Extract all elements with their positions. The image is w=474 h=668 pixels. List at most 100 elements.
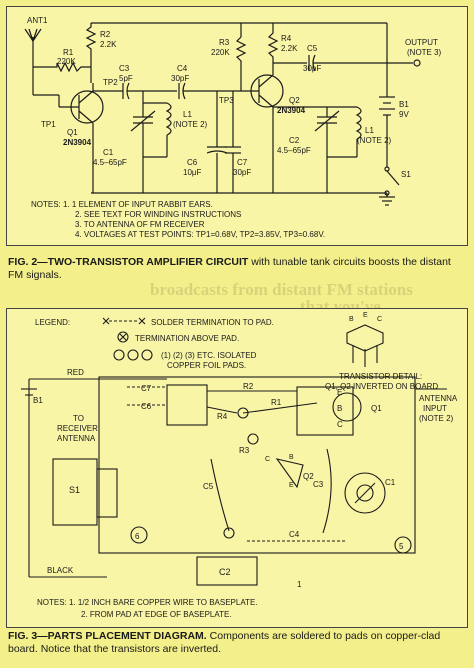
legend-termination: TERMINATION ABOVE PAD. <box>135 334 239 343</box>
label-antenna: ANTENNA <box>57 434 96 443</box>
label-q2v: 2N3904 <box>277 106 306 115</box>
label-s1: S1 <box>69 485 80 495</box>
label-c5: C5 <box>203 482 214 491</box>
pad-5 <box>394 536 412 554</box>
fig2-note-4: 4. VOLTAGES AT TEST POINTS: TP1=0.68V, T… <box>75 230 325 239</box>
label-c1: C1 <box>103 148 114 157</box>
label-pad-5: 5 <box>399 542 404 551</box>
label-c4: C4 <box>289 530 300 539</box>
label-q2-e: E <box>289 482 294 489</box>
label-c6: C6 <box>141 402 152 411</box>
label-note-1: 1 <box>297 580 302 589</box>
fig3-note-1: NOTES: 1. 1/2 INCH BARE COPPER WIRE TO B… <box>37 598 258 607</box>
label-c3: C3 <box>119 64 130 73</box>
label-r1: R1 <box>271 398 282 407</box>
label-c5v: 30pF <box>303 64 321 73</box>
label-c4v: 30pF <box>171 74 189 83</box>
label-c7v: 30pF <box>233 168 251 177</box>
label-r3: R3 <box>219 38 230 47</box>
q2-outline <box>275 458 304 489</box>
label-b1v: 9V <box>399 110 409 119</box>
label-r3: R3 <box>239 446 250 455</box>
transistor-detail-note: Q1, Q2 INVERTED ON BOARD <box>325 382 438 391</box>
label-output-note: (NOTE 3) <box>407 48 442 57</box>
label-q1: Q1 <box>67 128 78 137</box>
label-q1v: 2N3904 <box>63 138 92 147</box>
fig2-note-1: NOTES: 1. 1 ELEMENT OF INPUT RABBIT EARS… <box>31 200 213 209</box>
label-q2-c: C <box>265 456 270 463</box>
fig2-schematic: ANT1 R2 2.2K R1 220K TP1 Q1 2N3904 <box>24 16 442 239</box>
switch-s1-lugs <box>96 468 118 518</box>
label-c6: C6 <box>187 158 198 167</box>
label-tp1: TP1 <box>41 120 56 129</box>
baseplate-outline <box>98 376 416 554</box>
label-l1b: (NOTE 2) <box>173 120 208 129</box>
label-b1: B1 <box>399 100 409 109</box>
fig3-caption: FIG. 3—PARTS PLACEMENT DIAGRAM. Componen… <box>8 630 468 656</box>
legend-isolated-1: (1) (2) (3) ETC. ISOLATED <box>161 351 257 360</box>
pin-label-c: C <box>377 316 382 323</box>
label-c6v: 10μF <box>183 168 202 177</box>
label-output: OUTPUT <box>405 38 438 47</box>
label-r4v: 2.2K <box>281 44 298 53</box>
label-c3: C3 <box>313 480 324 489</box>
label-r2: R2 <box>243 382 254 391</box>
pad-symbol-1 <box>113 349 125 361</box>
pin-label-e: E <box>363 312 368 319</box>
label-l1a: L1 <box>183 110 192 119</box>
fig3-placement-panel: LEGEND: SOLDER TERMINATION TO PAD. TERMI… <box>6 308 468 628</box>
label-red: RED <box>67 368 84 377</box>
label-q2-b: B <box>289 454 294 461</box>
q1-outline <box>332 392 362 422</box>
solder-symbol <box>102 317 146 325</box>
label-black: BLACK <box>47 566 74 575</box>
label-pad-6: 6 <box>135 532 140 541</box>
label-ant1: ANT1 <box>27 16 48 25</box>
c2-body <box>196 556 258 586</box>
label-r2v: 2.2K <box>100 40 117 49</box>
label-c1v: 4.5–65pF <box>93 158 127 167</box>
pad-symbol-2 <box>127 349 139 361</box>
label-r1v: 220K <box>57 57 76 66</box>
label-l1c: L1 <box>365 126 374 135</box>
label-to: TO <box>73 414 84 423</box>
label-tp2: TP2 <box>103 78 118 87</box>
label-c7: C7 <box>141 384 152 393</box>
transistor-detail-icon <box>346 324 384 367</box>
legend-title: LEGEND: <box>35 318 70 327</box>
termination-symbol <box>117 331 129 343</box>
label-antenna-input-3: (NOTE 2) <box>419 414 454 423</box>
fig2-caption: FIG. 2—TWO-TRANSISTOR AMPLIFIER CIRCUIT … <box>8 256 468 282</box>
label-r4: R4 <box>281 34 292 43</box>
fig3-diagram: LEGEND: SOLDER TERMINATION TO PAD. TERMI… <box>21 312 458 619</box>
fig3-caption-text: Components are soldered to pads on coppe… <box>8 630 441 655</box>
fig2-note-3: 3. TO ANTENNA OF FM RECEIVER <box>75 220 205 229</box>
background-text-1: broadcasts from distant FM stations <box>150 280 413 299</box>
pad-6 <box>130 526 148 544</box>
fig3-note-2: 2. FROM PAD AT EDGE OF BASEPLATE. <box>81 610 232 619</box>
label-q2: Q2 <box>289 96 300 105</box>
label-c4: C4 <box>177 64 188 73</box>
antenna-symbol <box>24 28 42 67</box>
label-b1: B1 <box>33 396 43 405</box>
label-c2: C2 <box>219 567 231 577</box>
fig2-schematic-panel: ANT1 R2 2.2K R1 220K TP1 Q1 2N3904 <box>6 6 468 246</box>
label-c3v: 5pF <box>119 74 133 83</box>
pad-3-outline <box>296 386 354 436</box>
label-c7: C7 <box>237 158 248 167</box>
label-antenna-input-2: INPUT <box>423 404 447 413</box>
fig2-caption-text: with tunable tank circuits boosts the di… <box>8 256 451 281</box>
label-r2: R2 <box>100 30 111 39</box>
label-c5: C5 <box>307 44 318 53</box>
legend-isolated-2: COPPER FOIL PADS. <box>167 361 246 370</box>
fig2-note-2: 2. SEE TEXT FOR WINDING INSTRUCTIONS <box>75 210 241 219</box>
label-c2: C2 <box>289 136 300 145</box>
label-q1-b: B <box>337 404 342 413</box>
label-tp3: TP3 <box>219 96 234 105</box>
pin-label-b: B <box>349 316 354 323</box>
fig2-caption-title: FIG. 2—TWO-TRANSISTOR AMPLIFIER CIRCUIT <box>8 256 249 268</box>
label-q1-c: C <box>337 420 343 429</box>
pad-symbol-3 <box>141 349 153 361</box>
label-c1: C1 <box>385 478 396 487</box>
